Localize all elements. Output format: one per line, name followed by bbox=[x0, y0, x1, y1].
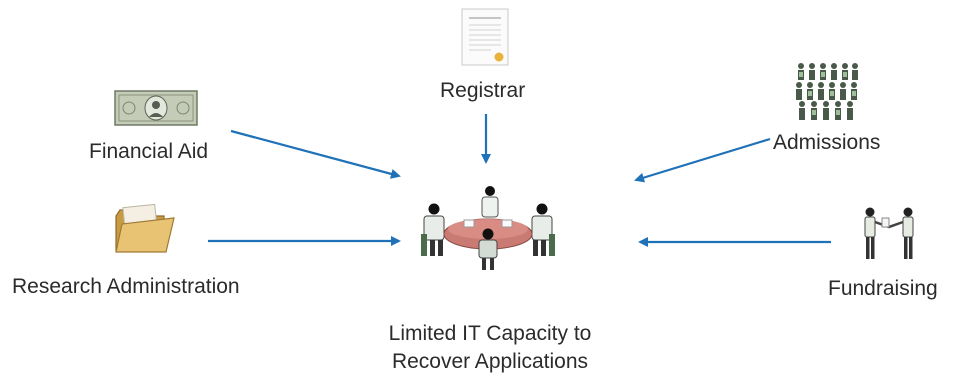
center-caption-line1: Limited IT Capacity to bbox=[388, 322, 592, 345]
center-caption-line2: Recover Applications bbox=[391, 350, 589, 374]
research-administration-label: Research Administration bbox=[12, 275, 240, 298]
handshake-icon bbox=[864, 207, 914, 259]
certificate-icon bbox=[461, 8, 509, 66]
fundraising-label: Fundraising bbox=[828, 277, 938, 300]
dollar-bill-icon bbox=[114, 90, 198, 126]
registrar-label: Registrar bbox=[440, 79, 526, 102]
folder-icon bbox=[115, 203, 175, 253]
admissions-label: Admissions bbox=[773, 131, 881, 154]
meeting-table-icon bbox=[421, 186, 555, 270]
arrow-admissions bbox=[634, 137, 771, 183]
crowd-icon bbox=[796, 63, 858, 120]
financial-aid-label: Financial Aid bbox=[89, 140, 209, 163]
arrow-financial-aid bbox=[230, 129, 401, 179]
center-caption: Limited IT Capacity to Recover Applicati… bbox=[330, 320, 650, 377]
